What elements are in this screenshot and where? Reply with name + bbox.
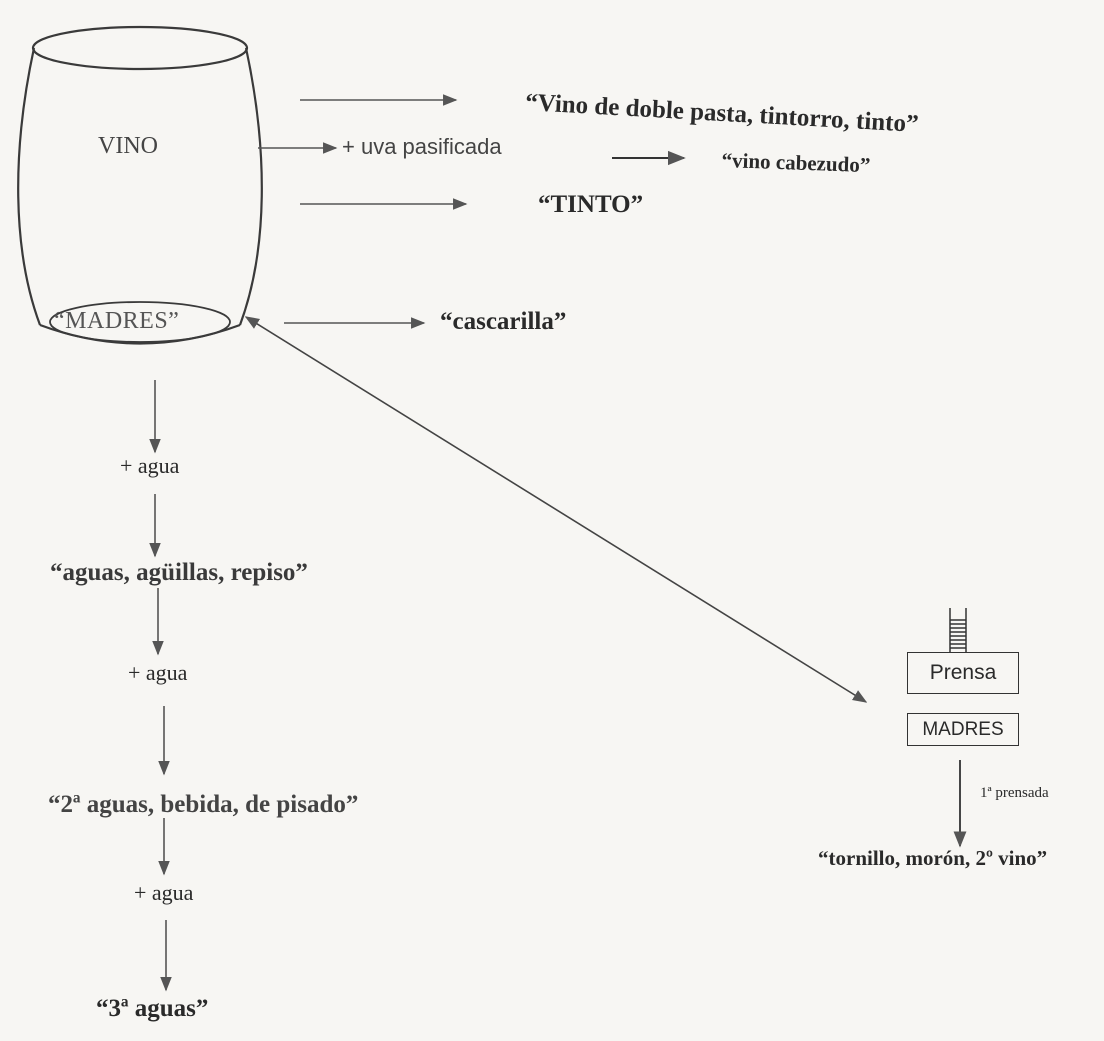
press-box: Prensa — [907, 652, 1019, 694]
addition-uva-pasificada: + uva pasificada — [342, 134, 502, 159]
water-result-3: “3ª aguas” — [96, 995, 209, 1022]
press-result: “tornillo, morón, 2º vino” — [818, 846, 1048, 870]
lees-ellipse — [49, 301, 231, 343]
barrel-bottom-label: “MADRES” — [54, 308, 180, 334]
arrow-madres-to-press — [244, 316, 868, 703]
water-addition-1: + agua — [120, 453, 180, 478]
water-result-2: “2ª aguas, bebida, de pisado” — [48, 791, 359, 818]
press-screw-icon — [949, 608, 967, 652]
result-cascarilla: “cascarilla” — [440, 308, 567, 335]
press-label: Prensa — [929, 661, 997, 684]
press-step-label: 1ª prensada — [980, 785, 1049, 801]
result-vino-cabezudo: “vino cabezudo” — [721, 148, 871, 178]
water-addition-2: + agua — [128, 660, 188, 685]
barrel-icon — [17, 25, 263, 345]
water-result-1: “aguas, agüillas, repiso” — [50, 559, 308, 586]
barrel-top-label: VINO — [98, 133, 158, 159]
madres-box: MADRES — [907, 713, 1019, 746]
water-addition-3: + agua — [134, 880, 194, 905]
result-tinto: “TINTO” — [538, 191, 644, 218]
madres-label: MADRES — [922, 718, 1004, 740]
